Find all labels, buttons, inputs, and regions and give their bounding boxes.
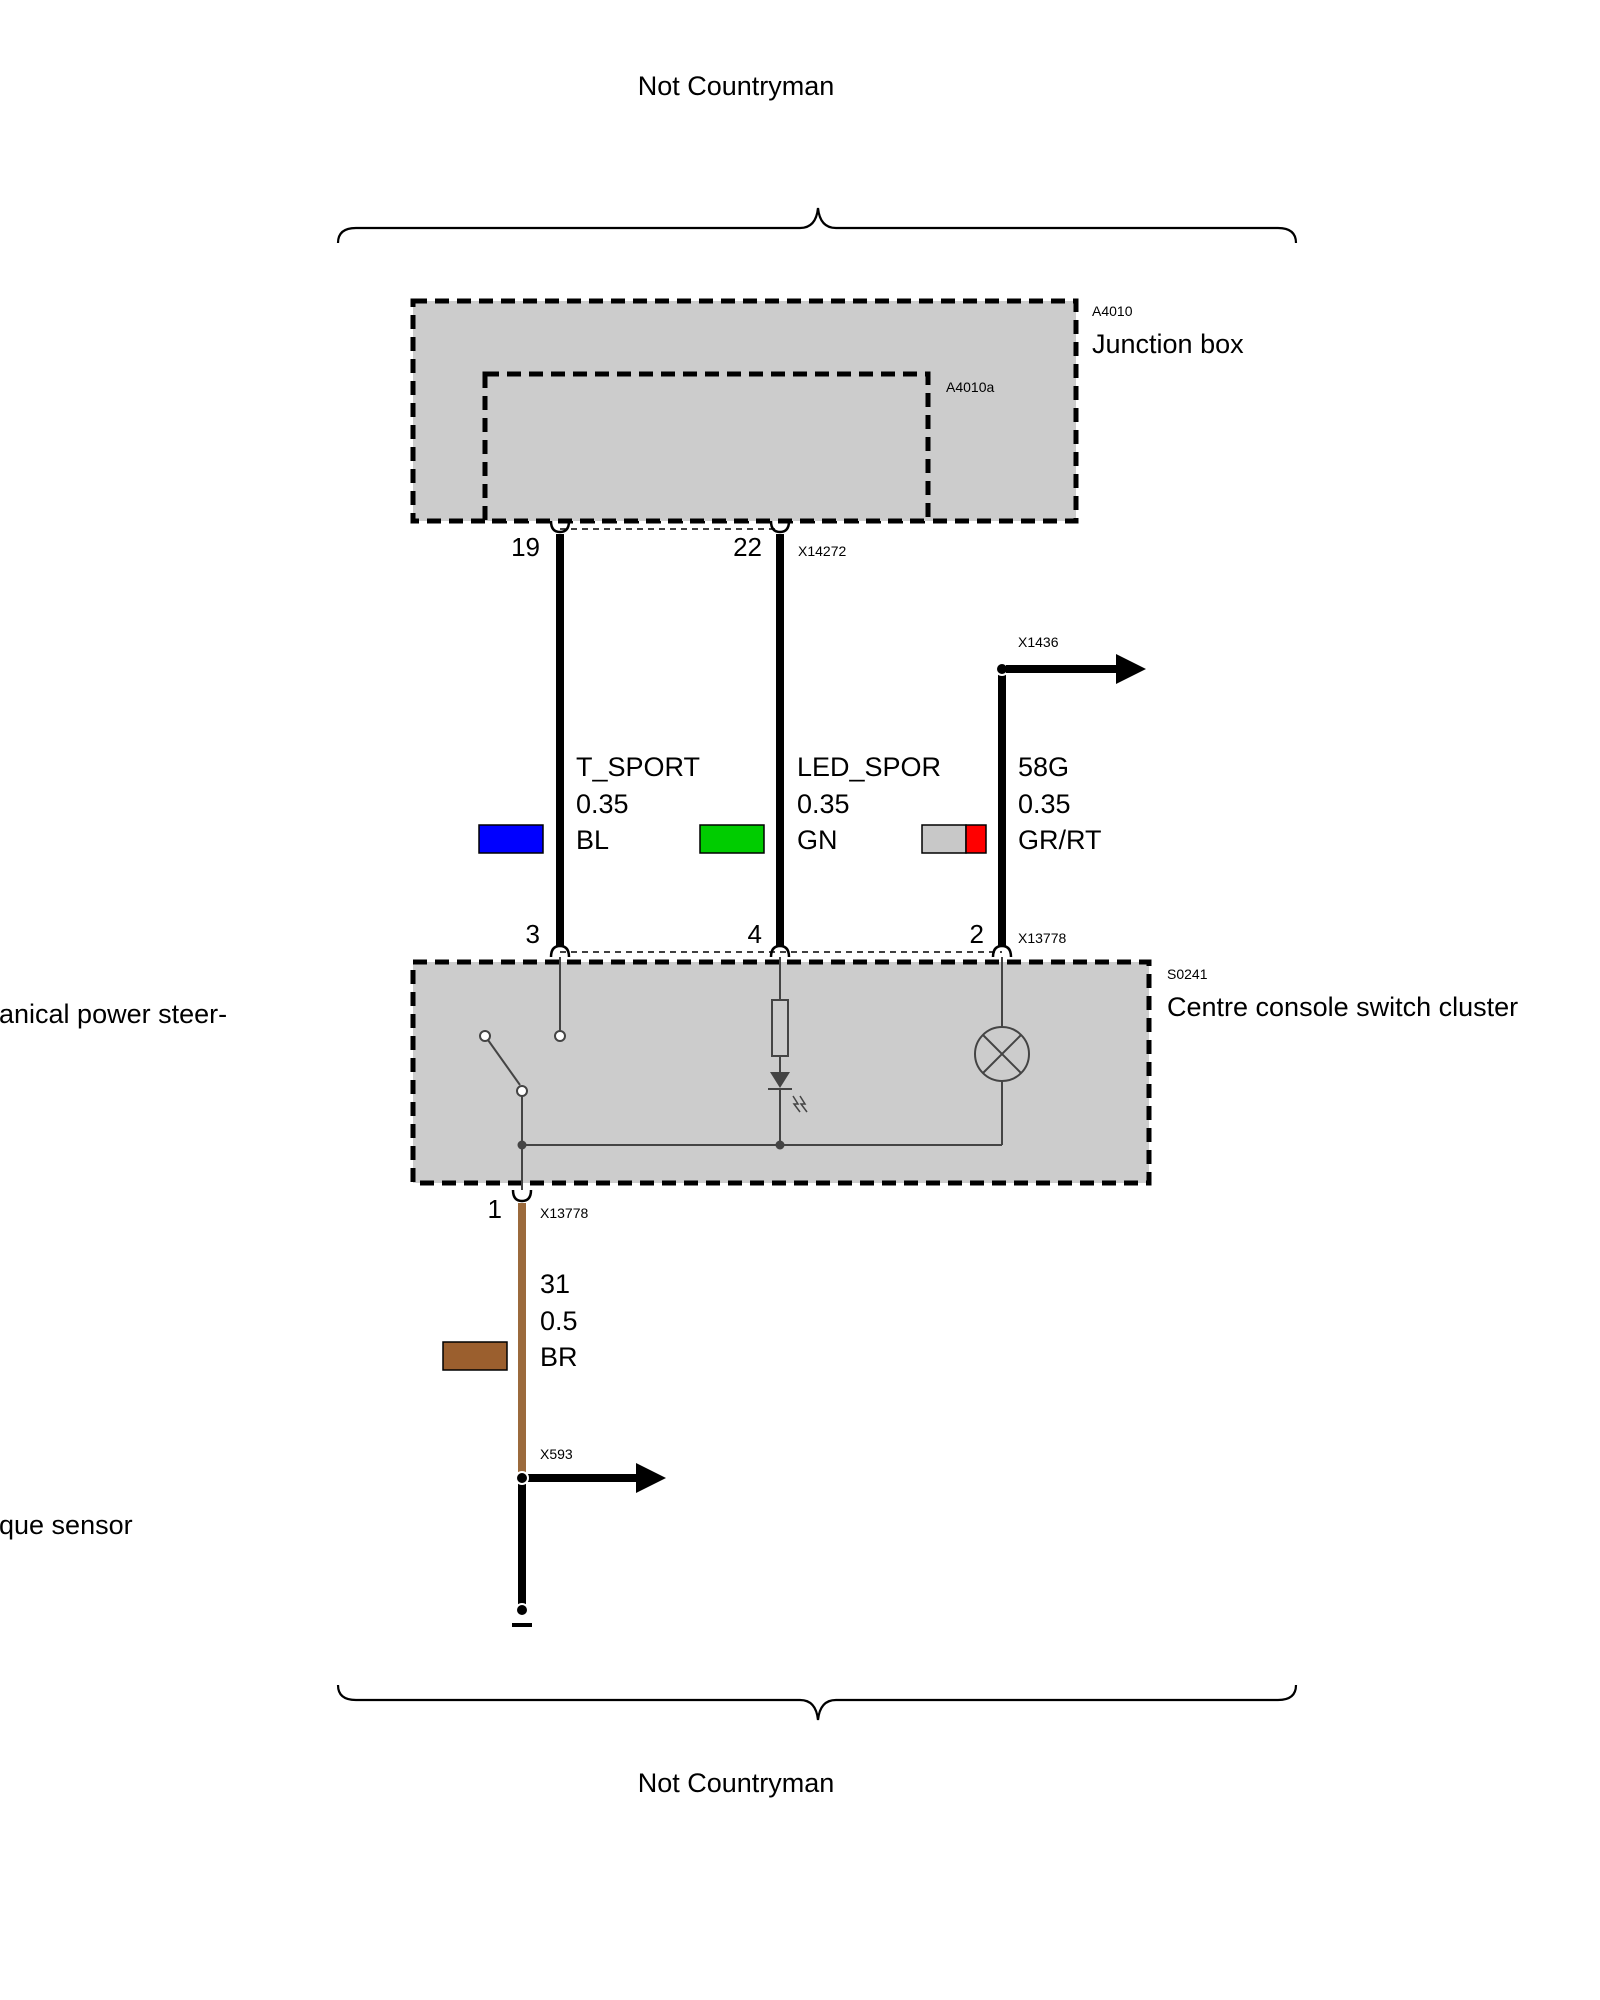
switch-pin-3-symbol [549, 944, 571, 958]
switch-contact-fixed [554, 1030, 566, 1042]
w58g-color-code: GR/RT [1018, 825, 1102, 855]
w58g-swatch-stripe [965, 824, 987, 854]
t-sport-color-code: BL [576, 825, 609, 855]
x1436-code: X1436 [1018, 634, 1059, 650]
bus-node-switch [517, 1140, 527, 1150]
switch-bottom-connector-code: X13778 [540, 1205, 588, 1221]
switch-pin-2-symbol [991, 944, 1013, 958]
led-spor-swatch [699, 824, 765, 854]
junction-pin-22-symbol [769, 520, 791, 534]
x593-arrow-head [636, 1463, 666, 1493]
junction-connector-code: X14272 [798, 543, 846, 559]
x1436-arrow-head [1116, 654, 1146, 684]
top-brace [336, 207, 1298, 244]
switch-cluster-name: Centre console switch cluster [1167, 992, 1518, 1022]
left-cut-label-1: anical power steer- [0, 999, 227, 1029]
switch-pin-4: 4 [748, 919, 762, 949]
switch-contact-pivot-top [479, 1030, 491, 1042]
top-group-label: Not Countryman [638, 71, 835, 101]
w58g-signal: 58G [1018, 752, 1069, 782]
bus-node-led [775, 1140, 785, 1150]
t-sport-size: 0.35 [576, 789, 629, 819]
junction-box-name: Junction box [1092, 329, 1244, 359]
t-sport-swatch [478, 824, 544, 854]
left-cut-label-2: que sensor [0, 1510, 133, 1540]
t-sport-signal: T_SPORT [576, 752, 700, 782]
bottom-brace [336, 1684, 1298, 1721]
x593-node [515, 1471, 529, 1485]
led-emission-icon [792, 1095, 808, 1113]
led-diode [770, 1072, 790, 1088]
switch-pin-2: 2 [970, 919, 984, 949]
junction-pin-22: 22 [733, 532, 762, 562]
switch-top-connector-code: X13778 [1018, 930, 1066, 946]
w31-signal: 31 [540, 1269, 570, 1299]
switch-cluster-code: S0241 [1167, 966, 1208, 982]
led-spor-color-code: GN [797, 825, 838, 855]
w31-size: 0.5 [540, 1306, 578, 1336]
switch-pin-4-symbol [769, 944, 791, 958]
x593-code: X593 [540, 1446, 573, 1462]
switch-pin-1-symbol [511, 1189, 533, 1203]
lamp-cross-b [982, 1034, 1022, 1074]
ground-end-node [515, 1603, 529, 1617]
w31-color-code: BR [540, 1342, 578, 1372]
w58g-swatch-primary [921, 824, 967, 854]
junction-box-inner-code: A4010a [946, 379, 994, 395]
junction-box-code: A4010 [1092, 303, 1133, 319]
w31-swatch [442, 1341, 508, 1371]
led-spor-signal: LED_SPOR [797, 752, 941, 782]
junction-box-inner [482, 371, 931, 524]
led-spor-size: 0.35 [797, 789, 850, 819]
switch-lever [487, 1039, 521, 1086]
w58g-size: 0.35 [1018, 789, 1071, 819]
junction-pin-19-symbol [549, 520, 571, 534]
switch-pin-3: 3 [526, 919, 540, 949]
junction-pin-19: 19 [511, 532, 540, 562]
switch-contact-pivot [516, 1085, 528, 1097]
switch-pin-1: 1 [488, 1194, 502, 1224]
bottom-group-label: Not Countryman [638, 1768, 835, 1798]
